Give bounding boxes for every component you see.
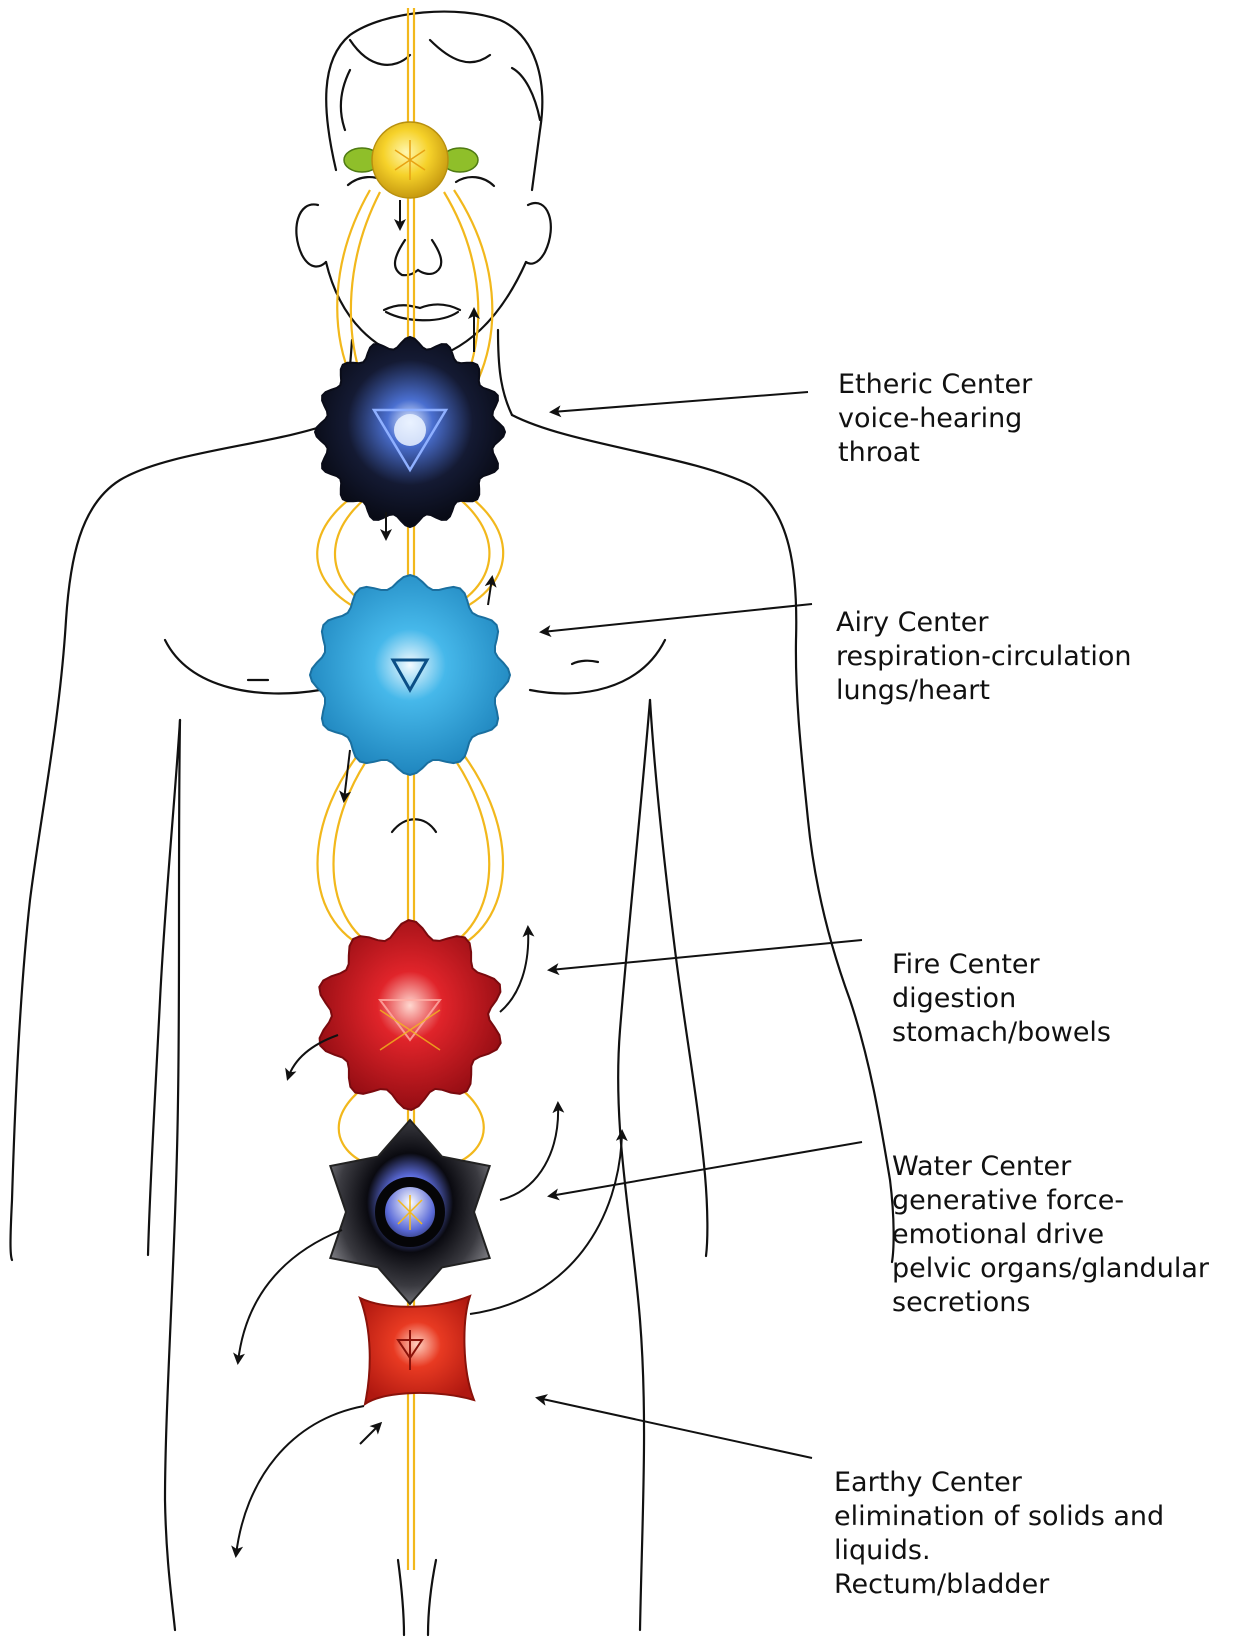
airy-leader-arrow	[542, 604, 812, 632]
airy-label-line: lungs/heart	[836, 674, 1132, 708]
fire-label-line: digestion	[892, 982, 1111, 1016]
etheric-center	[315, 337, 505, 527]
airy-center	[310, 575, 510, 775]
etheric-label-line: Etheric Center	[838, 368, 1032, 402]
water-center	[330, 1120, 489, 1304]
fire-leader-arrow	[550, 940, 862, 970]
earthy-label-line: elimination of solids and	[834, 1500, 1164, 1534]
brow-center	[344, 122, 478, 198]
etheric-label: Etheric Center voice-hearing throat	[838, 368, 1032, 470]
water-label-line: Water Center	[892, 1150, 1209, 1184]
water-label-line: emotional drive	[892, 1218, 1209, 1252]
earthy-label-line: Rectum/bladder	[834, 1568, 1164, 1602]
earthy-label-line: liquids.	[834, 1534, 1164, 1568]
airy-label: Airy Center respiration-circulation lung…	[836, 606, 1132, 708]
earthy-leader-arrow	[538, 1398, 812, 1458]
earthy-label: Earthy Center elimination of solids and …	[834, 1466, 1164, 1602]
etheric-label-line: throat	[838, 436, 1032, 470]
earthy-label-line: Earthy Center	[834, 1466, 1164, 1500]
airy-label-line: respiration-circulation	[836, 640, 1132, 674]
fire-center	[319, 920, 500, 1110]
etheric-label-line: voice-hearing	[838, 402, 1032, 436]
water-label-line: generative force-	[892, 1184, 1209, 1218]
water-label-line: secretions	[892, 1286, 1209, 1320]
fire-label: Fire Center digestion stomach/bowels	[892, 948, 1111, 1050]
fire-label-line: Fire Center	[892, 948, 1111, 982]
earthy-center	[360, 1296, 474, 1404]
fire-label-line: stomach/bowels	[892, 1016, 1111, 1050]
leader-arrows	[538, 392, 862, 1458]
water-label: Water Center generative force- emotional…	[892, 1150, 1209, 1320]
etheric-leader-arrow	[552, 392, 808, 412]
water-label-line: pelvic organs/glandular	[892, 1252, 1209, 1286]
airy-label-line: Airy Center	[836, 606, 1132, 640]
